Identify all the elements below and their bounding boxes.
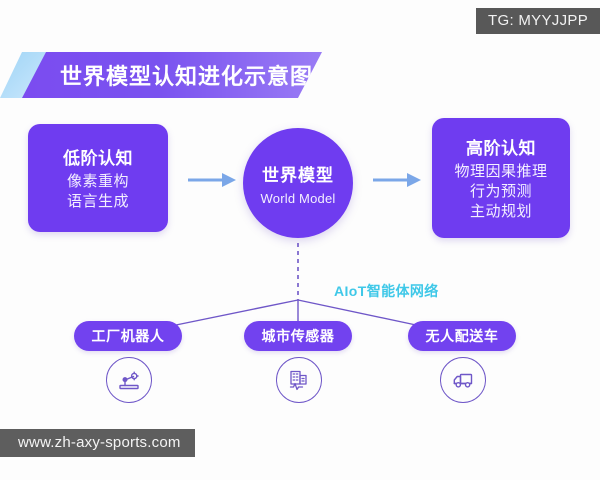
card-line: 像素重构 [66, 172, 129, 190]
node-pill-factory-robot: 工厂机器人 [74, 321, 182, 351]
arrow-right-icon-left [188, 173, 236, 187]
card-line: 物理因果推理 [454, 162, 548, 180]
circle-title: 世界模型 [262, 165, 334, 185]
aiot-network-label: AIoT智能体网络 [334, 283, 439, 299]
tg-watermark-badge: TG: MYYJJPP [476, 8, 600, 34]
node-pill-delivery-vehicle: 无人配送车 [408, 321, 516, 351]
pill-label: 工厂机器人 [91, 328, 165, 344]
node-pill-city-sensor: 城市传感器 [244, 321, 352, 351]
card-title: 低阶认知 [63, 148, 133, 168]
circle-subtitle: World Model [260, 190, 336, 206]
arrow-right-icon-right [373, 173, 421, 187]
card-title: 高阶认知 [466, 138, 536, 158]
title-banner: 世界模型认知进化示意图 [0, 52, 330, 98]
card-line: 主动规划 [469, 203, 532, 221]
card-high-level-cognition: 高阶认知 物理因果推理 行为预测 主动规划 [432, 118, 570, 238]
card-line: 行为预测 [469, 182, 532, 200]
card-low-level-cognition: 低阶认知 像素重构 语言生成 [28, 124, 168, 232]
site-url-watermark: www.zh-axy-sports.com [0, 429, 195, 457]
world-model-circle: 世界模型 World Model [243, 128, 353, 238]
pill-label: 无人配送车 [425, 328, 499, 344]
robot-arm-icon [106, 357, 152, 403]
pill-label: 城市传感器 [261, 328, 335, 344]
title-bar-shape: 世界模型认知进化示意图 [22, 52, 322, 98]
page-title: 世界模型认知进化示意图 [60, 64, 314, 89]
card-line: 语言生成 [66, 193, 129, 210]
building-signal-icon [276, 357, 322, 403]
delivery-truck-icon [440, 357, 486, 403]
